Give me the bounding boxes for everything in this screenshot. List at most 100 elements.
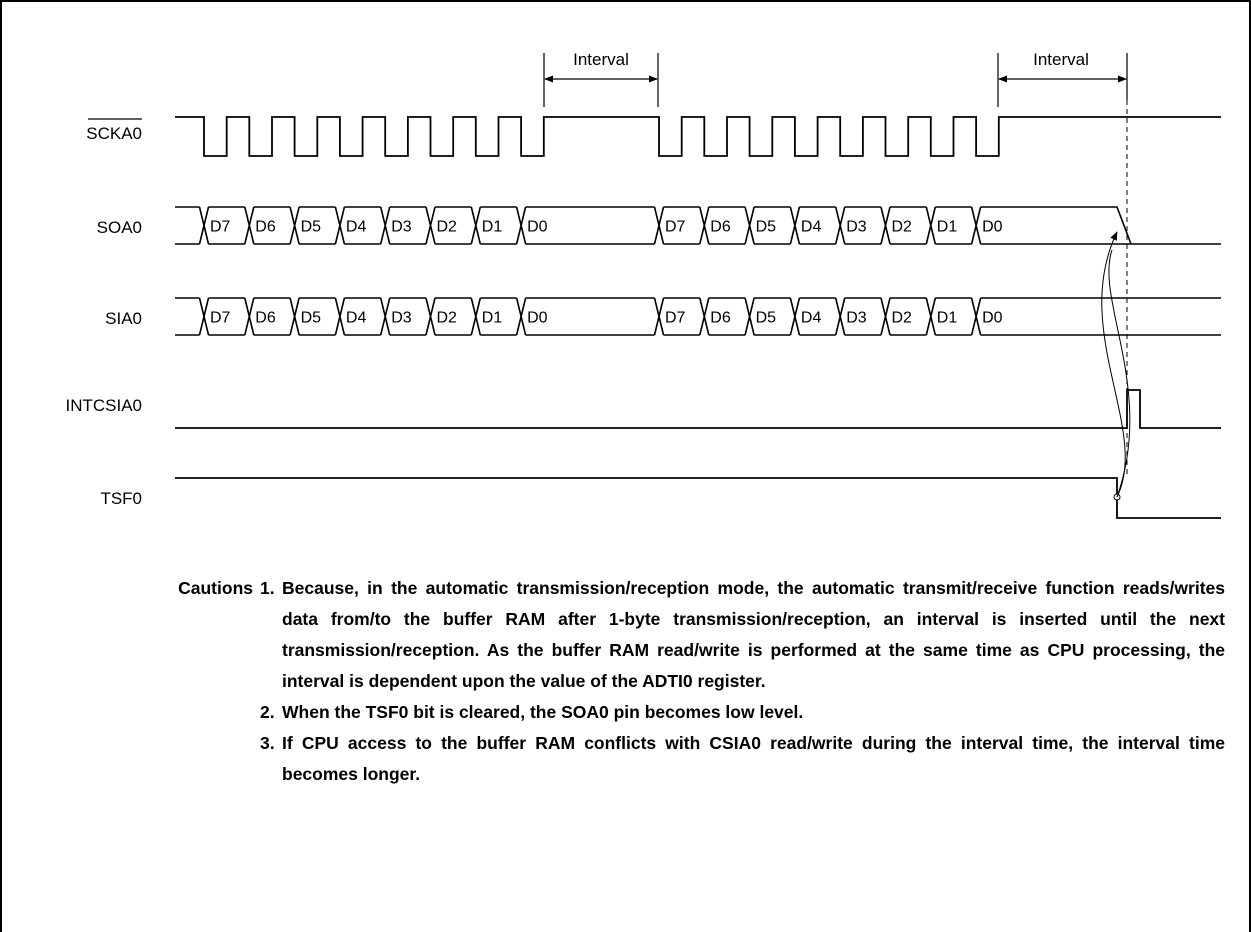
data-transition: [789, 206, 801, 245]
data-transition: [925, 206, 937, 245]
bit-label-d0: D0: [982, 219, 1003, 236]
data-transition: [244, 206, 255, 245]
bit-label-d1: D1: [482, 219, 503, 236]
bit-label-d2: D2: [892, 219, 913, 236]
data-transition: [525, 297, 655, 336]
data-transition: [699, 206, 710, 245]
data-transition: [834, 206, 846, 245]
data-transition: [379, 206, 391, 245]
bit-label-d6: D6: [710, 310, 731, 327]
caution-number: 3.: [260, 733, 275, 753]
data-transition: [480, 297, 517, 336]
data-transition: [525, 206, 655, 245]
data-transition: [890, 297, 927, 336]
bit-label-d4: D4: [801, 219, 822, 236]
data-transition: [299, 206, 336, 245]
caution-text: When the TSF0 bit is cleared, the SOA0 p…: [282, 702, 804, 722]
data-transition: [480, 206, 517, 245]
data-transition: [663, 297, 700, 336]
bit-label-d5: D5: [756, 310, 777, 327]
data-transition: [198, 206, 210, 245]
data-transition: [699, 297, 710, 336]
bit-label-d7: D7: [210, 310, 231, 327]
bit-label-d5: D5: [301, 219, 322, 236]
data-transition: [389, 297, 426, 336]
bit-label-d4: D4: [346, 219, 367, 236]
data-transition: [299, 297, 336, 336]
bit-label-d5: D5: [756, 219, 777, 236]
bit-label-d3: D3: [391, 219, 412, 236]
data-transition: [515, 297, 527, 336]
data-transition: [880, 206, 891, 245]
data-transition: [890, 206, 927, 245]
bit-label-d0: D0: [982, 310, 1003, 327]
caution-item: 2. When the TSF0 bit is cleared, the SOA…: [145, 697, 1225, 728]
data-transition: [880, 297, 891, 336]
tsf0-waveform: [175, 477, 1221, 519]
intcsia0-waveform: [175, 389, 1221, 429]
data-transition: [844, 206, 881, 245]
signal-label-so: SOA0: [97, 218, 142, 237]
data-transition: [425, 297, 436, 336]
data-transition: [389, 206, 426, 245]
bit-label-d5: D5: [301, 310, 322, 327]
bit-label-d6: D6: [255, 219, 276, 236]
data-transition: [344, 297, 381, 336]
timing-diagram: SCKA0 SOA0 SIA0 INTCSIA0 TSF0 Interval I…: [65, 50, 1221, 519]
data-transition: [208, 206, 245, 245]
data-transition: [198, 297, 210, 336]
bit-label-d1: D1: [482, 310, 503, 327]
bit-label-d0: D0: [527, 310, 548, 327]
bit-label-d3: D3: [846, 310, 867, 327]
signal-label-tsf: TSF0: [100, 489, 142, 508]
bit-label-d6: D6: [710, 219, 731, 236]
data-transition: [925, 297, 937, 336]
data-transition: [744, 206, 755, 245]
data-transition: [970, 206, 982, 245]
data-transition: [935, 297, 972, 336]
data-transition: [289, 206, 300, 245]
data-transition: [175, 206, 200, 245]
data-transition: [253, 297, 291, 336]
data-transition: [935, 206, 972, 245]
interval-label: Interval: [573, 50, 629, 69]
data-transition: [754, 206, 791, 245]
signal-label-sck: SCKA0: [86, 124, 142, 143]
interval-marker-1: Interval: [543, 50, 659, 107]
cautions-block: Cautions 1. Because, in the automatic tr…: [145, 573, 1225, 790]
data-transition: [708, 297, 746, 336]
bit-label-d7: D7: [665, 310, 686, 327]
data-transition: [799, 297, 836, 336]
data-transition: [435, 206, 472, 245]
bit-label-d2: D2: [437, 219, 458, 236]
data-transition: [980, 206, 1221, 245]
data-transition: [789, 297, 801, 336]
data-transition: [834, 297, 846, 336]
data-transition: [744, 297, 755, 336]
caution-item: Cautions 1. Because, in the automatic tr…: [145, 573, 1225, 697]
bit-label-d4: D4: [801, 310, 822, 327]
data-transition: [435, 297, 472, 336]
bit-label-d1: D1: [937, 310, 958, 327]
data-transition: [754, 297, 791, 336]
data-transition: [175, 297, 200, 336]
data-transition: [334, 297, 346, 336]
data-transition: [379, 297, 391, 336]
data-transition: [334, 206, 346, 245]
caution-text: If CPU access to the buffer RAM conflict…: [282, 733, 1225, 784]
bit-label-d2: D2: [437, 310, 458, 327]
interval-marker-2: Interval: [997, 50, 1128, 107]
bit-label-d1: D1: [937, 219, 958, 236]
bit-label-d2: D2: [892, 310, 913, 327]
caution-text: Because, in the automatic transmission/r…: [282, 578, 1225, 691]
data-transition: [470, 297, 482, 336]
cautions-heading: Cautions: [178, 578, 253, 598]
bit-label-d7: D7: [210, 219, 231, 236]
bit-label-d4: D4: [346, 310, 367, 327]
signal-label-int: INTCSIA0: [65, 396, 142, 415]
interval-label: Interval: [1033, 50, 1089, 69]
signal-label-si: SIA0: [105, 309, 142, 328]
data-transition: [980, 297, 1221, 336]
